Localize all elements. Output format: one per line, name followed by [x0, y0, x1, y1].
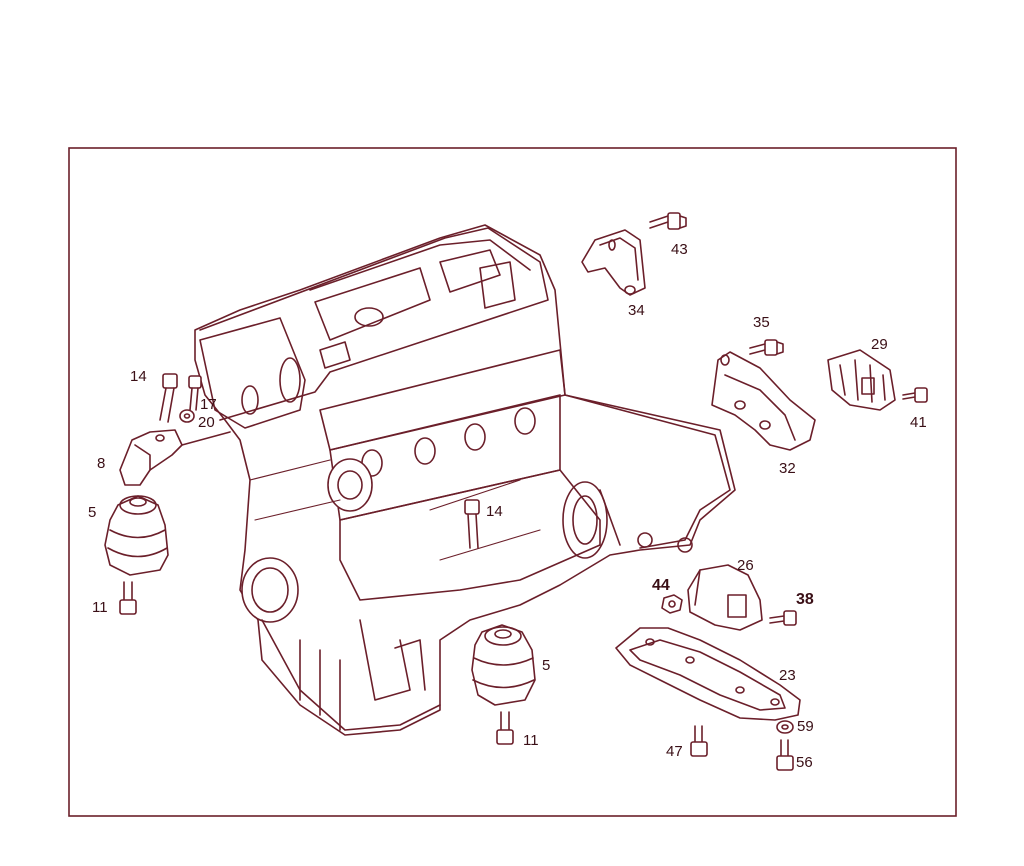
- callout-44: 44: [652, 577, 670, 594]
- diagram-frame: [68, 147, 957, 817]
- part-14-bolt-center: [464, 499, 480, 549]
- part-14-bolt-upper: [159, 373, 178, 423]
- callout-59: 59: [797, 718, 814, 735]
- callout-32: 32: [779, 460, 796, 477]
- callout-8: 8: [97, 455, 105, 472]
- part-56-bolt: [776, 739, 794, 771]
- part-8-bracket: [119, 429, 231, 486]
- part-32-bracket: [711, 351, 816, 451]
- callout-5-lower: 5: [542, 657, 550, 674]
- callout-34: 34: [628, 302, 645, 319]
- part-26-mount: [687, 564, 763, 631]
- callout-23: 23: [779, 667, 796, 684]
- callout-11-lower: 11: [523, 732, 539, 749]
- engine-block: [194, 224, 736, 736]
- part-44-nut: [661, 594, 683, 614]
- part-29-mount: [827, 349, 896, 411]
- callout-20: 20: [198, 414, 215, 431]
- callout-14-center: 14: [486, 503, 503, 520]
- part-38-bolt: [769, 610, 797, 626]
- part-41-bolt: [902, 387, 928, 403]
- part-5-mount-lower: [471, 624, 536, 706]
- callout-43: 43: [671, 241, 688, 258]
- callout-38: 38: [796, 591, 814, 608]
- part-11-bolt-left: [119, 581, 137, 615]
- part-59-washer: [776, 720, 794, 734]
- part-43-bolt: [649, 212, 687, 230]
- part-47-bolt: [690, 725, 708, 757]
- part-11-bolt-lower: [496, 711, 514, 745]
- callout-5-left: 5: [88, 504, 96, 521]
- callout-47: 47: [666, 743, 683, 760]
- callout-56: 56: [796, 754, 813, 771]
- callout-29: 29: [871, 336, 888, 353]
- part-23-crossmember: [615, 627, 801, 721]
- callout-35: 35: [753, 314, 770, 331]
- callout-11-left: 11: [92, 599, 108, 616]
- callout-14-upper: 14: [130, 368, 147, 385]
- callout-26: 26: [737, 557, 754, 574]
- part-20-washer: [179, 409, 195, 423]
- part-35-bolt: [749, 339, 784, 356]
- part-34-bracket: [581, 229, 646, 296]
- part-5-mount-left: [104, 495, 169, 576]
- callout-17: 17: [200, 396, 217, 413]
- callout-41: 41: [910, 414, 927, 431]
- part-17-bolt: [188, 375, 202, 411]
